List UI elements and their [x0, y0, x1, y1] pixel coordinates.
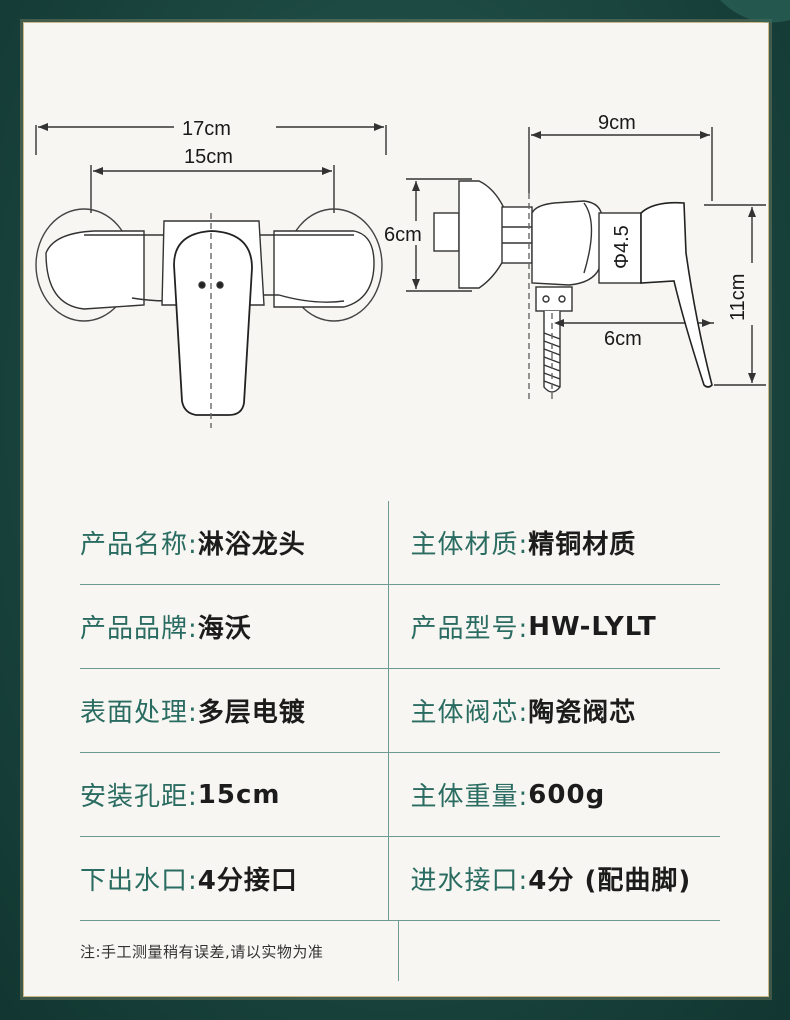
spec-row: 表面处理: 多层电镀 主体阀芯: 陶瓷阀芯 [80, 669, 720, 753]
spec-label: 下出水口: [80, 866, 198, 896]
measurement-note: 注:手工测量稍有误差,请以实物为准 [80, 942, 324, 961]
spec-value: 4分接口 [197, 866, 298, 896]
spec-label: 主体阀芯: [410, 698, 529, 728]
spec-label: 产品品牌: [80, 614, 198, 644]
spec-label: 产品名称: [80, 530, 198, 560]
spec-label: 表面处理: [80, 698, 198, 728]
dim-diameter: Φ4.5 [611, 225, 633, 269]
spec-value: 4分 (配曲脚) [528, 866, 692, 896]
spec-row: 下出水口: 4分接口 进水接口: 4分 (配曲脚) [80, 837, 720, 921]
spec-value: 陶瓷阀芯 [528, 698, 637, 728]
spec-row: 产品品牌: 海沃 产品型号: HW-LYLT [80, 585, 720, 669]
spec-row: 产品名称: 淋浴龙头 主体材质: 精铜材质 [80, 501, 720, 585]
spec-table: 产品名称: 淋浴龙头 主体材质: 精铜材质 产品品牌: 海沃 产品型号: HW-… [80, 501, 720, 981]
spec-label: 产品型号: [410, 614, 529, 644]
spec-label: 进水接口: [410, 866, 529, 896]
spec-card: 17cm 15cm 9cm 6cm Φ4.5 11cm 6cm 产品名称: 淋浴… [23, 22, 769, 997]
spec-value: HW-LYLT [528, 611, 657, 642]
product-diagram: 17cm 15cm 9cm 6cm Φ4.5 11cm 6cm [35, 112, 766, 428]
dim-outlet-offset: 6cm [604, 328, 642, 350]
spec-label: 主体材质: [410, 530, 529, 560]
spec-label: 主体重量: [410, 782, 529, 812]
dim-side-depth: 9cm [598, 112, 636, 134]
dim-hole-spacing: 15cm [184, 146, 233, 168]
spec-value: 精铜材质 [528, 530, 637, 560]
spec-value: 淋浴龙头 [197, 530, 306, 560]
dim-flange-height: 6cm [384, 224, 422, 246]
dim-width-total: 17cm [182, 118, 231, 140]
leaf-decoration-icon [720, 0, 790, 23]
spec-value: 15cm [197, 779, 281, 810]
spec-label: 安装孔距: [80, 782, 198, 812]
note-row: 注:手工测量稍有误差,请以实物为准 [80, 921, 720, 981]
dim-handle-height: 11cm [727, 274, 749, 321]
spec-row: 安装孔距: 15cm 主体重量: 600g [80, 753, 720, 837]
spec-value: 海沃 [197, 614, 252, 644]
spec-value: 多层电镀 [197, 698, 306, 728]
spec-value: 600g [528, 779, 606, 810]
